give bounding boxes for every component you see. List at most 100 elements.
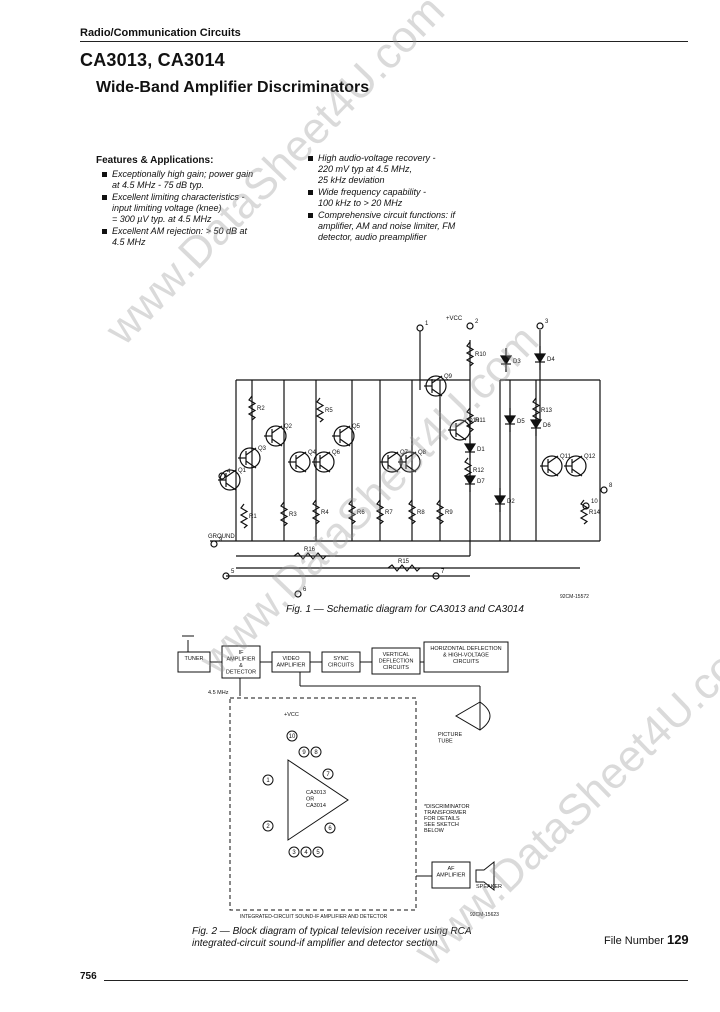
page-subtitle: Wide-Band Amplifier Discriminators <box>96 79 370 96</box>
transistor-emitter <box>271 438 283 447</box>
frequency-label: 4.5 MHz <box>208 690 229 696</box>
resistor-label: R9 <box>445 510 453 516</box>
block-label: AMPLIFIER <box>276 663 305 669</box>
feature-item: Comprehensive circuit functions: if ampl… <box>306 210 506 243</box>
resistor-label: R13 <box>541 408 553 414</box>
resistor-label: R15 <box>398 559 410 565</box>
ic-section-outline <box>229 697 417 911</box>
feature-item: Excellent limiting characteristics - inp… <box>100 192 300 225</box>
figure-1-caption: Fig. 1 — Schematic diagram for CA3013 an… <box>286 604 524 615</box>
transistor-emitter <box>339 438 351 447</box>
ic-pin <box>288 846 300 858</box>
block-if-amp <box>221 645 261 679</box>
ic-pin <box>286 730 298 742</box>
resistor <box>579 499 589 525</box>
bullet-icon <box>102 229 107 234</box>
transistor-label: Q2 <box>284 424 293 430</box>
file-number-label: File Number <box>604 935 664 947</box>
diode-label: D3 <box>513 359 521 365</box>
ic-section-label: INTEGRATED-CIRCUIT SOUND-IF AMPLIFIER AN… <box>240 914 388 920</box>
section-label: Radio/Communication Circuits <box>80 27 241 39</box>
ic-vcc-label: +VCC <box>284 712 299 718</box>
pin-label: 7 <box>441 569 445 575</box>
resistor <box>465 341 475 367</box>
transistor-emitter <box>295 464 307 473</box>
resistor-label: R4 <box>321 510 329 516</box>
amplifier-symbol <box>287 759 349 841</box>
feature-text: Excellent limiting characteristics - inp… <box>112 192 245 224</box>
transistor-collector <box>387 451 399 460</box>
block-label: AMPLIFIER <box>226 657 255 663</box>
pin-label: 1 <box>425 321 429 327</box>
top-rule <box>80 41 688 42</box>
diode-label: D4 <box>547 357 555 363</box>
transistor-collector <box>271 425 283 434</box>
ic-pin <box>298 746 310 758</box>
transistor-emitter <box>455 432 467 441</box>
pin-label: 8 <box>609 483 613 489</box>
resistor-label: R1 <box>249 514 257 520</box>
transformer-note: SEE SKETCH <box>424 822 459 828</box>
transistor-collector <box>245 447 257 456</box>
transistor-emitter <box>319 464 331 473</box>
resistor-label: R5 <box>325 408 333 414</box>
block-label: AMPLIFIER <box>436 873 465 879</box>
block-label: CIRCUITS <box>453 659 479 665</box>
pin-terminal <box>210 540 218 548</box>
picture-tube-icon <box>455 701 491 731</box>
transistor-collector <box>431 375 443 384</box>
transistor-label: Q7 <box>400 450 409 456</box>
ground-label: GROUND <box>208 534 235 540</box>
block-label: DEFLECTION <box>379 659 414 665</box>
block-label: TUNER <box>185 656 204 662</box>
bullet-icon <box>308 156 313 161</box>
ic-pin-number: 10 <box>289 734 296 740</box>
resistor-label: R14 <box>589 510 601 516</box>
transistor-label: Q4 <box>308 450 317 456</box>
ic-pin-number: 8 <box>314 750 318 756</box>
resistor-label: R11 <box>475 418 486 424</box>
transistor-emitter <box>571 468 583 477</box>
transistor-label: Q9 <box>444 374 453 380</box>
transistor-label: Q11 <box>560 454 572 460</box>
transistor-label: Q3 <box>258 446 267 452</box>
transistor-collector <box>547 455 559 464</box>
diode-label: D6 <box>543 423 551 429</box>
file-number-value: 129 <box>666 932 689 947</box>
bullet-icon <box>308 190 313 195</box>
diode-label: D2 <box>507 499 515 505</box>
transistor-collector <box>405 451 417 460</box>
transformer-note: TRANSFORMER <box>424 810 467 816</box>
block-label: & HIGH-VOLTAGE <box>443 653 489 659</box>
resistor <box>315 397 325 423</box>
ic-pin-number: 1 <box>266 778 270 784</box>
block-label: VIDEO <box>282 656 300 662</box>
transistor-collector <box>225 469 237 478</box>
block-label: IF <box>239 650 245 656</box>
ic-pin-number: 3 <box>292 850 296 856</box>
ic-pin-number: 4 <box>304 850 308 856</box>
resistor-label: R3 <box>289 512 297 518</box>
feature-text: Exceptionally high gain; power gain at 4… <box>112 169 254 190</box>
feature-text: Comprehensive circuit functions: if ampl… <box>318 210 456 242</box>
resistor-label: R8 <box>417 510 425 516</box>
schematic-diagram <box>210 322 608 598</box>
transistor-emitter <box>405 464 417 473</box>
transistor-emitter <box>387 464 399 473</box>
transistor-label: Q6 <box>332 450 341 456</box>
bullet-icon <box>308 213 313 218</box>
ic-part-label: CA3013 <box>306 790 326 796</box>
bullet-icon <box>102 195 107 200</box>
ic-pin <box>300 846 312 858</box>
figure-code: 92CM-15623 <box>470 912 499 918</box>
pin-terminal <box>294 590 302 598</box>
feature-text: Excellent AM rejection: > 50 dB at 4.5 M… <box>112 226 247 247</box>
feature-item: Exceptionally high gain; power gain at 4… <box>100 169 300 191</box>
features-heading: Features & Applications: <box>96 155 214 166</box>
speaker-label: SPEAKER <box>476 884 502 890</box>
ic-part-label: CA3014 <box>306 803 326 809</box>
transistor-collector <box>571 455 583 464</box>
resistor-label: R16 <box>304 547 316 553</box>
page-number: 756 <box>80 971 97 982</box>
ic-part-label: OR <box>306 797 314 803</box>
